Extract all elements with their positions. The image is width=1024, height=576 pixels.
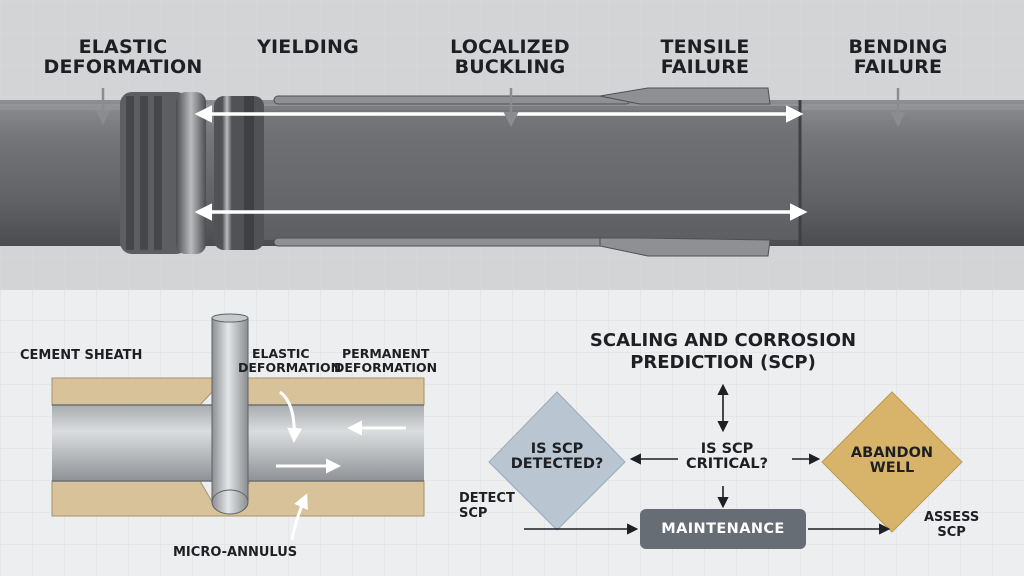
stage-label-line: YIELDING <box>257 36 359 58</box>
coupling-rings <box>120 92 264 254</box>
stage-label-line: BUCKLING <box>454 55 566 78</box>
cement-sheath-section <box>51 313 425 517</box>
label-line: SCP <box>459 505 488 521</box>
assess-scp-label: ASSESS SCP <box>924 510 980 541</box>
stage-label-line: LOCALIZED <box>450 36 570 58</box>
label-line: ABANDON <box>850 445 934 461</box>
abandon-well-label: ABANDON WELL <box>850 445 934 477</box>
label-line: IS SCP <box>700 441 754 457</box>
elastic-deformation-label: ELASTIC DEFORMATION <box>238 346 342 376</box>
label-line: IS SCP <box>530 441 584 457</box>
pipe-sleeve <box>240 106 800 240</box>
stage-label-yielding: YIELDING <box>257 36 359 58</box>
detect-scp-label: DETECT SCP <box>459 491 515 522</box>
micro-annulus-label: MICRO-ANNULUS <box>173 545 298 560</box>
label-line: ASSESS <box>924 510 980 525</box>
stage-label-line: FAILURE <box>660 55 750 78</box>
cement-sheath-label: CEMENT SHEATH <box>20 348 143 363</box>
label-line: DETECT <box>459 491 515 506</box>
title-line: SCALING AND CORROSION <box>589 330 857 351</box>
label-line: DETECTED? <box>510 456 604 473</box>
clamp-rods <box>273 87 771 257</box>
scp-critical-label: IS SCP CRITICAL? <box>685 441 769 473</box>
title-line: PREDICTION (SCP) <box>630 351 816 373</box>
label-line: DEFORMATION <box>334 360 438 376</box>
stage-label-line: TENSILE <box>660 36 750 58</box>
label-line: WELL <box>869 460 915 477</box>
label-line: DEFORMATION <box>238 360 342 376</box>
label-line: SCP <box>937 524 966 540</box>
maintenance-box: MAINTENANCE <box>640 509 806 549</box>
scp-detected-label: IS SCP DETECTED? <box>510 441 604 473</box>
stage-label-tensile: TENSILE FAILURE <box>660 36 750 78</box>
micro-annulus-arrow <box>290 493 308 541</box>
stage-label-line: ELASTIC <box>78 36 168 58</box>
stage-label-line: BENDING <box>848 36 948 58</box>
stage-label-buckling: LOCALIZED BUCKLING <box>450 36 570 78</box>
permanent-deformation-label: PERMANENT DEFORMATION <box>334 346 438 376</box>
stage-label-elastic: ELASTIC DEFORMATION <box>43 36 203 78</box>
stage-label-line: FAILURE <box>853 55 943 78</box>
label-line: PERMANENT <box>342 346 430 361</box>
label-line: CRITICAL? <box>685 456 769 473</box>
abandon-well-diamond <box>821 391 963 533</box>
flowchart-title: SCALING AND CORROSION PREDICTION (SCP) <box>590 330 856 373</box>
label-line: ELASTIC <box>252 346 310 361</box>
stage-label-bending: BENDING FAILURE <box>848 36 948 78</box>
scp-detected-diamond <box>488 391 626 531</box>
stage-label-line: DEFORMATION <box>43 55 203 78</box>
elastic-flow-arrow <box>279 390 303 443</box>
